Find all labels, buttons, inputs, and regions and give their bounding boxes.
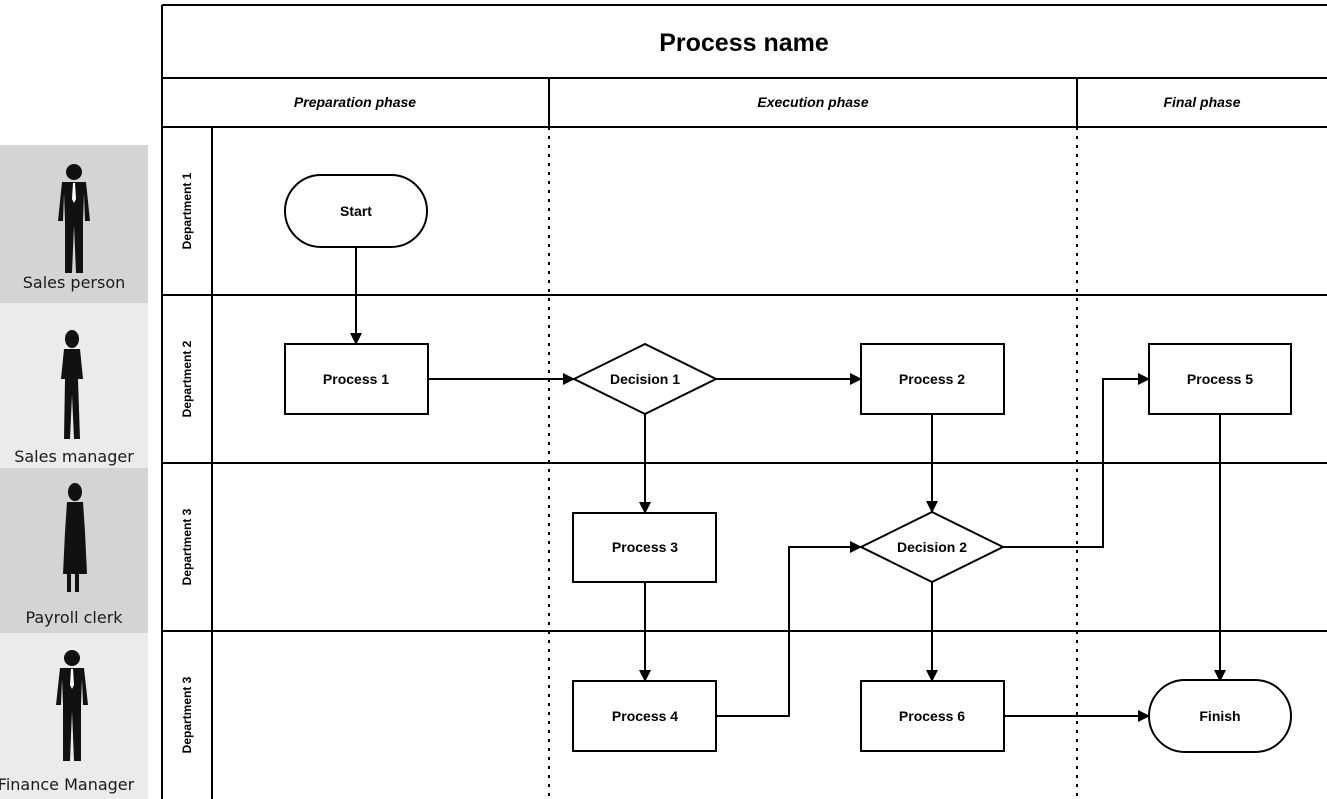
process5-label: Process 5 bbox=[1187, 371, 1253, 387]
department-label-1: Department 1 bbox=[180, 172, 194, 249]
process2-label: Process 2 bbox=[899, 371, 965, 387]
edge-process4-to-decision2 bbox=[716, 541, 862, 717]
role-panel-sales-manager: Sales manager bbox=[0, 303, 148, 468]
finish-terminal bbox=[1148, 679, 1292, 753]
process6-box bbox=[860, 680, 1005, 752]
process6-label: Process 6 bbox=[899, 708, 965, 724]
start-label: Start bbox=[340, 203, 372, 219]
edge-decision2-to-process5 bbox=[1003, 373, 1150, 548]
person-silhouette-icon bbox=[61, 330, 83, 439]
process-title: Process name bbox=[659, 29, 829, 57]
role-label-payroll-clerk: Payroll clerk bbox=[25, 608, 123, 627]
finish-label: Finish bbox=[1199, 708, 1240, 724]
person-silhouette-icon bbox=[56, 650, 88, 761]
process1-box bbox=[284, 343, 429, 415]
role-panel-sales-person: Sales person bbox=[0, 145, 148, 303]
process2-box bbox=[860, 343, 1005, 415]
department-label-2: Department 2 bbox=[180, 340, 194, 417]
process4-label: Process 4 bbox=[612, 708, 678, 724]
phase-label-execution: Execution phase bbox=[757, 94, 868, 110]
decision1-diamond bbox=[571, 342, 719, 416]
process1-label: Process 1 bbox=[323, 371, 389, 387]
role-label-sales-person: Sales person bbox=[22, 273, 126, 292]
role-panel-finance-manager: Finance Manager bbox=[0, 633, 148, 799]
person-silhouette-icon bbox=[63, 483, 87, 592]
process3-label: Process 3 bbox=[612, 539, 678, 555]
role-label-finance-manager: Finance Manager bbox=[0, 775, 135, 794]
department-label-3: Department 3 bbox=[180, 508, 194, 585]
decision2-label: Decision 2 bbox=[897, 539, 967, 555]
decision1-label: Decision 1 bbox=[610, 371, 680, 387]
department-label-4: Department 3 bbox=[180, 676, 194, 753]
decision2-diamond bbox=[858, 510, 1006, 584]
process5-box bbox=[1148, 343, 1292, 415]
phase-label-preparation: Preparation phase bbox=[294, 94, 416, 110]
process3-box bbox=[572, 512, 717, 583]
phase-label-final: Final phase bbox=[1163, 94, 1240, 110]
connectors bbox=[350, 247, 1226, 722]
person-silhouette-icon bbox=[58, 164, 90, 273]
role-panel-payroll-clerk: Payroll clerk bbox=[0, 468, 148, 633]
phase-separators bbox=[548, 127, 1078, 799]
process4-box bbox=[572, 680, 717, 752]
start-terminal bbox=[284, 174, 428, 248]
role-label-sales-manager: Sales manager bbox=[14, 447, 134, 466]
